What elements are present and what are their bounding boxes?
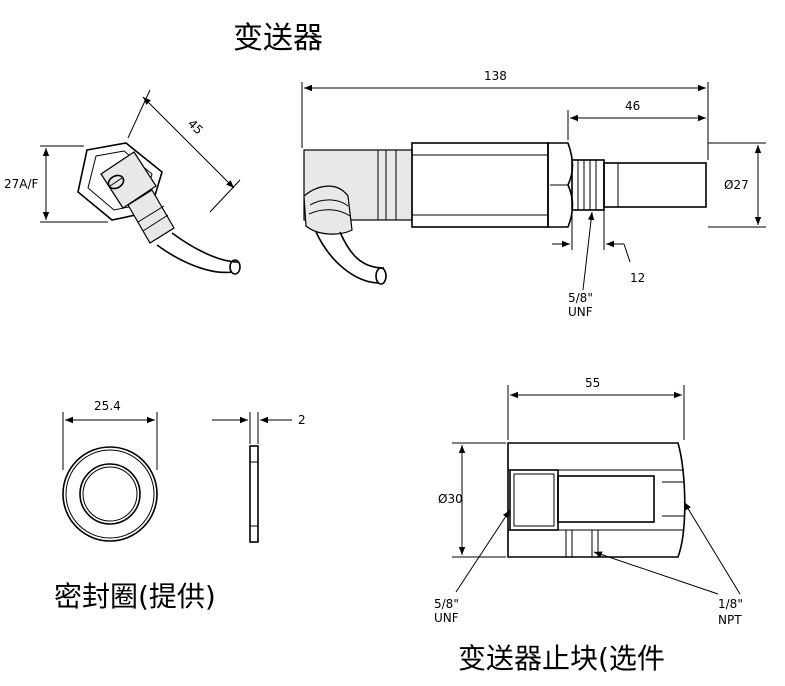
stop-block-length-label: 55	[585, 376, 600, 390]
seal-ring-face-view	[62, 446, 158, 542]
wrench-flats-dimension	[40, 145, 108, 223]
stop-block-length-dimension	[507, 385, 685, 440]
seal-ring-diameter-label: 25.4	[94, 399, 121, 413]
center-hole-leader	[593, 551, 719, 595]
thread-bottom-label: UNF	[568, 305, 593, 319]
stop-block-diameter-label: Ø30	[438, 492, 463, 506]
stop-block-view	[507, 442, 686, 558]
transmitter-end-view	[77, 142, 241, 275]
npt-top-label: 1/8"	[718, 597, 743, 611]
seal-thickness-dimension	[212, 412, 292, 444]
seal-ring-diameter-dimension	[62, 412, 158, 470]
seal-ring-title: 密封圈(提供)	[54, 580, 216, 613]
npt-bottom-label: NPT	[718, 613, 742, 627]
thread-length-dimension	[552, 210, 631, 263]
block-thread-leader	[455, 509, 511, 593]
angled-45-dimension	[127, 89, 241, 213]
overall-length-label: 138	[484, 69, 507, 83]
npt-leader	[683, 501, 741, 595]
wrench-flats-label: 27A/F	[4, 177, 39, 191]
transmitter-side-view	[303, 142, 707, 285]
body-diameter-dimension	[708, 142, 766, 228]
seal-thickness-label: 2	[298, 413, 306, 427]
block-thread-top-label: 5/8"	[434, 597, 459, 611]
stop-block-title: 变送器止块(选件	[458, 642, 665, 675]
thread-length-label: 12	[630, 271, 645, 285]
thread-leader	[582, 211, 595, 291]
seal-ring-edge-view	[249, 445, 259, 543]
thread-top-label: 5/8"	[568, 291, 593, 305]
body-diameter-label: Ø27	[724, 178, 749, 192]
angled-45-label: 45	[185, 117, 206, 138]
transmitter-title: 变送器	[233, 21, 323, 56]
overall-length-dimension	[301, 82, 709, 160]
probe-length-label: 46	[625, 99, 640, 113]
probe-length-dimension	[567, 110, 706, 140]
block-thread-bottom-label: UNF	[434, 611, 459, 625]
